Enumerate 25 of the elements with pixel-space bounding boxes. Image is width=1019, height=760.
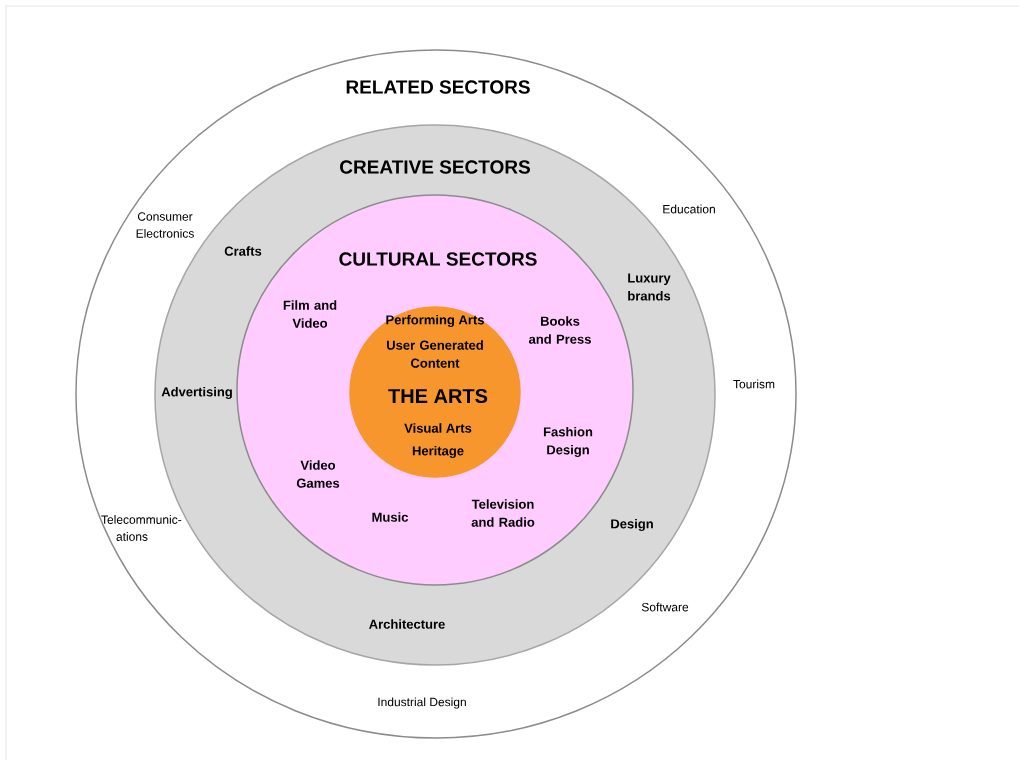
sector-label: Telecommunic- ations xyxy=(101,515,182,541)
sector-label: Industrial Design xyxy=(378,697,466,709)
sector-label: Consumer Electronics xyxy=(136,212,194,238)
sector-label: Film and Video xyxy=(283,300,337,328)
sector-heading: THE ARTS xyxy=(388,388,488,404)
sector-heading: RELATED SECTORS xyxy=(346,80,530,94)
sector-label: User Generated Content xyxy=(387,340,483,368)
sector-label: Software xyxy=(641,602,689,612)
sector-label: Television and Radio xyxy=(471,499,535,527)
sector-label: Performing Arts xyxy=(386,314,484,328)
sector-label: Architecture xyxy=(369,619,445,629)
sector-label: Luxury brands xyxy=(628,273,671,301)
sector-label: Visual Arts xyxy=(404,423,472,433)
sector-label: Crafts xyxy=(224,246,262,256)
sector-label: Fashion Design xyxy=(543,426,593,458)
sector-label: Heritage xyxy=(412,445,464,459)
sector-label: Tourism xyxy=(733,379,775,389)
sector-label: Education xyxy=(663,204,715,214)
sector-heading: CULTURAL SECTORS xyxy=(339,252,537,266)
sector-label: Advertising xyxy=(161,386,232,400)
sector-heading: CREATIVE SECTORS xyxy=(340,160,530,174)
sector-label: Music xyxy=(372,512,409,522)
sector-label: Design xyxy=(611,518,653,532)
sector-label: Video Games xyxy=(296,460,340,488)
sector-label: Books and Press xyxy=(528,316,591,344)
